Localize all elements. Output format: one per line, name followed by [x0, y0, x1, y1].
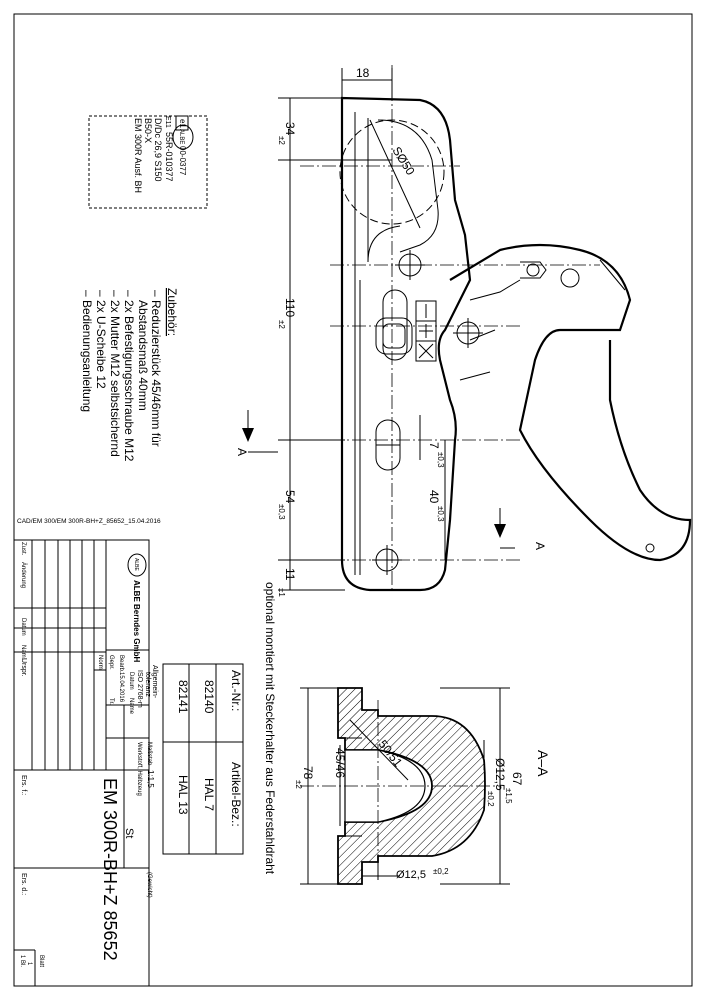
dim-54-tol: ±0,3 — [277, 504, 286, 520]
hole-2 — [453, 318, 483, 348]
tb-iso: ISO 2768-m — [136, 670, 143, 708]
table-cell-0-1: HAL 7 — [202, 778, 216, 811]
dim-54: 54 — [283, 490, 297, 504]
accessory-item-3: – 2x Mutter M12 selbstsichernd — [108, 290, 122, 457]
hole-3 — [372, 545, 402, 575]
section-marker-left: A — [235, 410, 278, 456]
cert-e11: E11 — [164, 116, 171, 128]
title-block: Zust. Änderung Datum Nam. Urspr. Ers. f.… — [13, 539, 158, 987]
indicator-symbols — [415, 300, 437, 362]
hole-1 — [395, 250, 425, 280]
optional-note: optional montiert mit Steckerhalter aus … — [263, 582, 277, 875]
slot-upper — [382, 289, 408, 361]
tb-massstab-label: Maßstab — [146, 742, 152, 766]
cert-code1: 00-0377 — [178, 146, 187, 176]
tb-gepr: Gepr. — [108, 655, 114, 670]
side-view: 18 34 ±2 SØ50 110 ±2 54 ±0,3 11 ±1 7 ±0,… — [235, 65, 692, 597]
tb-name: Name — [128, 698, 134, 715]
dim-34: 34 — [283, 122, 297, 136]
tb-norm: Norm — [97, 655, 103, 670]
dim-110-tol: ±2 — [277, 320, 286, 329]
table-header-artnr: Art.-Nr.: — [229, 670, 243, 711]
file-info: CAD/EM 300/EM 300R-BH+Z_85652_15.04.2016 — [17, 518, 161, 525]
accessory-item-5: – Bedienungsanleitung — [80, 290, 94, 412]
company-logo-text: ALBE — [133, 558, 139, 571]
tb-bearb-date: 15.04.2016 — [118, 672, 124, 703]
accessory-item-2: – 2x Befestigungsschraube M12 — [122, 290, 136, 462]
accessories-heading: Zubehör: — [165, 288, 179, 336]
cert-box: e1 00-0377 ALBE E11 55R-010377 D/Dc 26,9… — [88, 115, 208, 209]
sheet-border — [13, 13, 693, 987]
section-view: A–A 67 ±1,5 Ø12,5 ±0,2 78 ±2 45/46 50/51… — [294, 687, 551, 885]
dim-40-tol: ±0,3 — [436, 506, 445, 522]
accessory-item-1: Abstandsmaß 40mm — [136, 300, 150, 411]
dim-11-tol: ±1 — [277, 588, 286, 597]
cert-dc: D/Dc 26,9 S150 — [153, 118, 163, 182]
lever-handle — [449, 243, 692, 562]
dim-67: 67 — [510, 772, 524, 786]
tb-datum2: Datum — [20, 618, 26, 636]
section-marker-right: A — [494, 508, 547, 550]
section-body — [337, 687, 486, 885]
cert-class: B50-X — [143, 118, 153, 143]
tb-toleranz: toleranz — [144, 672, 151, 697]
tb-aenderung: Änderung — [20, 562, 27, 588]
tb-massstab: 1:1,5 — [146, 770, 155, 788]
table-cell-0-0: 82140 — [202, 680, 216, 714]
tb-urspr: Urspr. — [20, 658, 27, 677]
accessories-list: Zubehör: – Reduzierstück 45/46mm für Abs… — [80, 288, 179, 462]
tb-werkstoff: St — [123, 828, 135, 838]
plate-outline — [340, 96, 472, 592]
tb-name2: Nam. — [20, 645, 26, 660]
dim-45: 45/46 — [333, 748, 347, 778]
drawing-title: EM 300R-BH+Z 85652 — [100, 778, 120, 961]
tb-general-tol: Allgemein- — [151, 665, 158, 699]
dim-34-tol: ±2 — [277, 136, 286, 145]
tb-ers-f: Ers. f.: — [20, 775, 27, 795]
dim-78-tol: ±2 — [294, 780, 303, 789]
accessory-item-0: – Reduzierstück 45/46mm für — [149, 290, 163, 447]
tb-bl: 1 Bl. — [19, 955, 25, 967]
company-logo: ALBE — [127, 553, 147, 577]
tb-datum: Datum — [128, 672, 134, 690]
accessory-item-4: – 2x U-Scheibe 12 — [94, 290, 108, 389]
dim-7-tol: ±0,3 — [436, 452, 445, 468]
dim-40: 40 — [427, 490, 441, 504]
dim-12a-tol: ±0,2 — [486, 791, 495, 807]
cert-model: EM 300R Ausf. BH — [133, 118, 143, 193]
section-letter-right: A — [533, 542, 547, 550]
dim-sphere: SØ50 — [389, 144, 417, 178]
tb-blatt: Blatt — [38, 955, 44, 967]
cert-logo — [172, 124, 194, 150]
tb-bearb: Bearb. — [118, 655, 124, 673]
tb-tr: Tr. — [108, 698, 114, 705]
tb-blatt-no: 1 — [26, 962, 32, 966]
dim-12b-tol: ±0,2 — [433, 867, 449, 876]
table-cell-1-0: 82141 — [176, 680, 190, 714]
table-header-bez: Artikel-Bez.: — [229, 762, 243, 827]
cert-e1: e1 — [178, 119, 187, 128]
dim-18: 18 — [356, 66, 370, 80]
parts-table: Art.-Nr.: Artikel-Bez.: 82140 HAL 7 8214… — [162, 663, 244, 855]
ball-sphere — [339, 119, 445, 225]
cert-code2: 55R-010377 — [164, 132, 174, 182]
section-letter-left: A — [235, 448, 249, 456]
dim-78: 78 — [301, 766, 315, 780]
tb-zust: Zust. — [20, 542, 26, 556]
tb-gewicht: (Gewicht) — [146, 872, 152, 898]
dim-12b: Ø12,5 — [396, 869, 426, 881]
lock-button — [375, 317, 413, 355]
tb-werkstoff-label: Werkstoff, Halbzeug — [136, 742, 142, 796]
table-cell-1-1: HAL 13 — [176, 775, 190, 815]
dim-11: 11 — [283, 568, 297, 581]
company-name: ALBE Berndes GmbH — [132, 580, 141, 662]
tb-ers-d: Ers. d.: — [20, 873, 27, 895]
dim-7: 7 — [427, 442, 441, 449]
dim-110: 110 — [283, 298, 297, 317]
section-label: A–A — [535, 750, 551, 777]
dim-12a: Ø12,5 — [493, 758, 507, 791]
cert-logo-text: ALBE — [178, 129, 184, 144]
dim-67-tol: ±1,5 — [504, 788, 513, 804]
